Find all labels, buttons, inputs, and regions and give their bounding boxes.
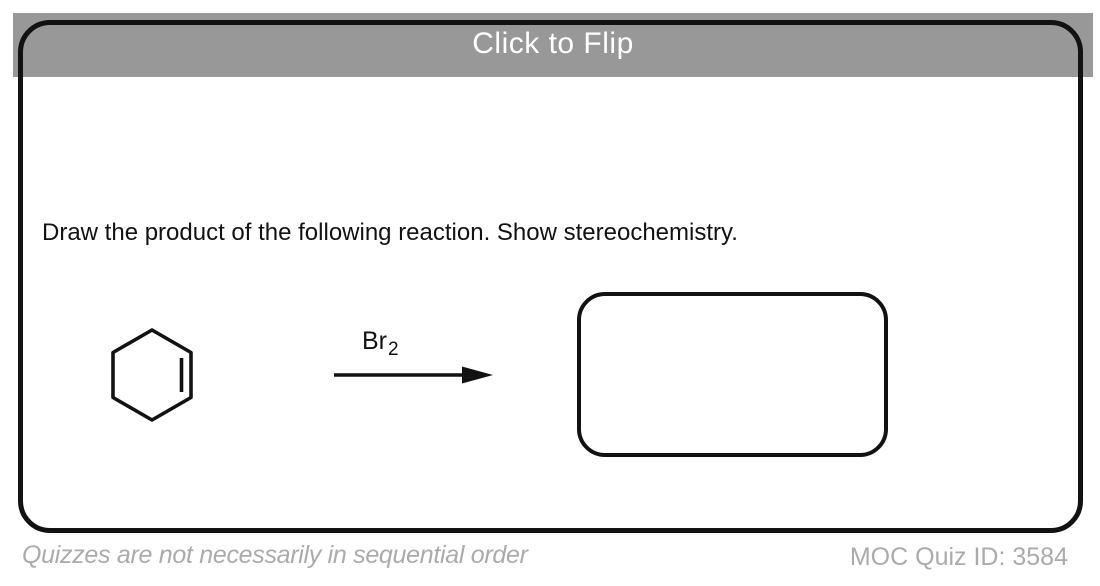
reagent-symbol: Br — [362, 327, 387, 355]
reaction-arrow-icon — [334, 366, 493, 384]
cyclohexene-structure-icon — [111, 328, 193, 422]
click-to-flip-label: Click to Flip — [472, 27, 634, 60]
footer-note: Quizzes are not necessarily in sequentia… — [22, 541, 528, 569]
reagent-label: Br2 — [362, 327, 399, 360]
reagent-subscript: 2 — [388, 339, 399, 360]
flashcard[interactable] — [18, 20, 1083, 533]
quiz-id: MOC Quiz ID: 3584 — [849, 543, 1068, 571]
answer-box — [577, 292, 888, 457]
question-text: Draw the product of the following reacti… — [42, 219, 738, 246]
